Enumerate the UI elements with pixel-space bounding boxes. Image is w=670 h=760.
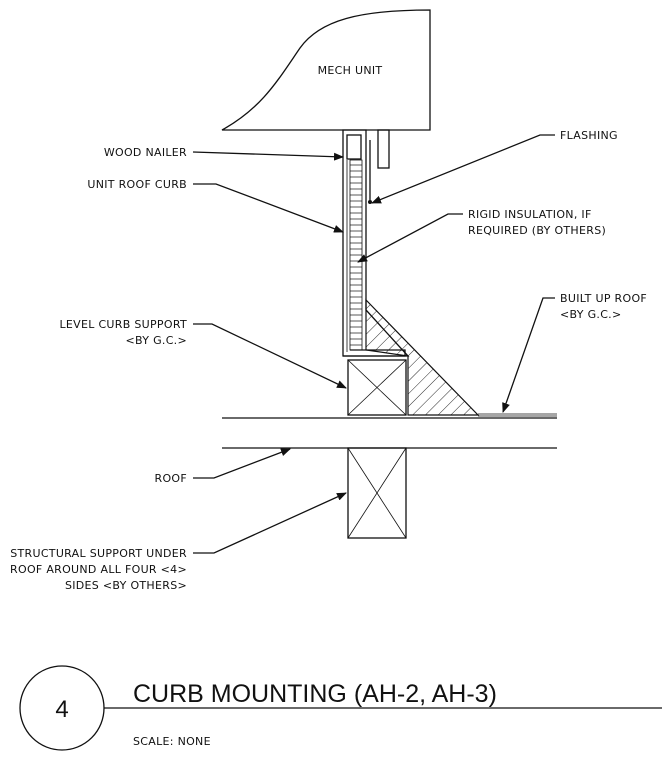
unit-roof-curb-label: UNIT ROOF CURB (87, 178, 187, 191)
built-up-roof-label-2: <BY G.C.> (560, 308, 622, 321)
title-block: 4 CURB MOUNTING (AH-2, AH-3) SCALE: NONE (19, 665, 662, 751)
callout-unit-roof-curb: UNIT ROOF CURB (87, 178, 344, 233)
detail-number: 4 (55, 696, 68, 723)
roof-deck (222, 413, 557, 449)
callout-structural-support: STRUCTURAL SUPPORT UNDER ROOF AROUND ALL… (10, 492, 347, 592)
wood-nailer-label: WOOD NAILER (104, 146, 187, 159)
callout-level-curb-support: LEVEL CURB SUPPORT <BY G.C.> (59, 318, 347, 389)
structural-support-label-3: SIDES <BY OTHERS> (65, 579, 187, 592)
detail-title: CURB MOUNTING (AH-2, AH-3) (133, 680, 497, 708)
structural-support-label-2: ROOF AROUND ALL FOUR <4> (10, 563, 187, 576)
curb-insulation (349, 159, 363, 351)
callout-flashing: FLASHING (371, 129, 618, 204)
structural-support (347, 447, 407, 539)
callout-wood-nailer: WOOD NAILER (104, 146, 344, 161)
flashing (368, 129, 390, 204)
mech-unit: MECH UNIT (221, 9, 431, 131)
mech-unit-label: MECH UNIT (318, 64, 383, 77)
structural-support-label-1: STRUCTURAL SUPPORT UNDER (10, 547, 187, 560)
roof-label: ROOF (155, 472, 188, 485)
wood-nailer (346, 134, 362, 160)
rigid-insulation-cant (365, 298, 480, 416)
callout-roof: ROOF (155, 448, 291, 485)
built-up-roof-label-1: BUILT UP ROOF (560, 292, 647, 305)
level-curb-support-label-1: LEVEL CURB SUPPORT (59, 318, 187, 331)
level-curb-support-label-2: <BY G.C.> (126, 334, 188, 347)
flashing-label: FLASHING (560, 129, 618, 142)
callout-rigid-insulation: RIGID INSULATION, IF REQUIRED (BY OTHERS… (357, 208, 606, 263)
callout-built-up-roof: BUILT UP ROOF <BY G.C.> (502, 292, 647, 413)
rigid-insulation-label-2: REQUIRED (BY OTHERS) (468, 224, 606, 237)
rigid-insulation-label-1: RIGID INSULATION, IF (468, 208, 592, 221)
level-curb-support (347, 359, 407, 416)
scale-note: SCALE: NONE (133, 735, 211, 748)
